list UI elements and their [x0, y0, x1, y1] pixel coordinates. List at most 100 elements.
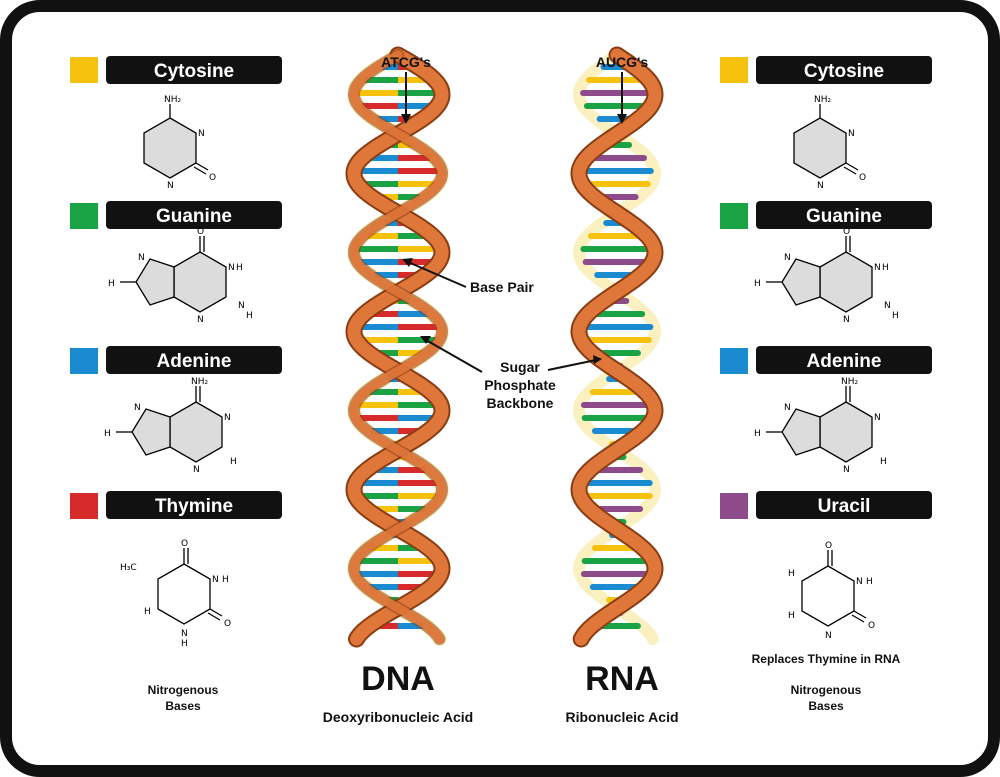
guanine-structure-left: O N H N N H N H — [108, 227, 253, 325]
sugar-phosphate-backbone — [572, 48, 662, 646]
right-caption-line2: Bases — [808, 699, 844, 713]
dna-double-helix — [345, 46, 451, 648]
left-caption-line2: Bases — [165, 699, 201, 713]
thymine-structure-left: O N H N H O H₃C H — [120, 539, 231, 649]
atom-label: O — [825, 541, 832, 551]
adenine-swatch — [720, 348, 748, 374]
adenine-structure-left: NH₂ N N H N H — [104, 377, 237, 475]
atom-label: H — [230, 457, 237, 467]
atom-label: N — [874, 413, 881, 423]
cytosine-swatch — [720, 57, 748, 83]
right-caption-line1: Nitrogenous — [791, 683, 862, 697]
atom-label: N — [134, 403, 141, 413]
adenine-label-box — [106, 346, 282, 374]
base-pair-label: Base Pair — [470, 279, 534, 295]
legend-uracil-right: Uracil — [720, 491, 932, 519]
atom-label: NH₂ — [164, 95, 182, 105]
atom-label: H — [892, 311, 899, 321]
backbone-arrowhead-dna — [420, 336, 431, 344]
cytosine-structure-left: NH₂ N N O — [143, 95, 216, 191]
base-pair-arrow — [407, 261, 467, 288]
atom-label: H — [788, 569, 795, 579]
legend-thymine-left: Thymine — [70, 491, 282, 519]
atom-label: O — [868, 621, 875, 631]
backbone-label-line3: Backbone — [487, 395, 554, 411]
uracil-structure-right: O N H N O H H — [788, 541, 875, 641]
adenine-label: Adenine — [807, 351, 882, 372]
atom-label: N — [193, 465, 200, 475]
thymine-swatch — [70, 493, 98, 519]
guanine-structure-right: O N H N N H N H — [754, 227, 899, 325]
rna-helix — [570, 46, 664, 648]
atom-label: H — [882, 263, 889, 273]
legend-guanine-right: Guanine — [720, 201, 932, 229]
atom-label: O — [843, 227, 850, 237]
atom-label: N — [181, 629, 188, 639]
dna-title: DNA — [361, 660, 435, 698]
legend-guanine-left: Guanine — [70, 201, 282, 229]
adenine-swatch — [70, 348, 98, 374]
atom-label: H — [144, 607, 151, 617]
atom-label: N — [874, 263, 881, 273]
atom-label: H — [222, 575, 229, 585]
atom-label: N — [784, 403, 791, 413]
cytosine-label: Cytosine — [804, 61, 884, 82]
atom-label: NH₂ — [814, 95, 832, 105]
uracil-label: Uracil — [818, 496, 871, 517]
atom-label: N — [198, 129, 205, 139]
atom-label: N — [228, 263, 235, 273]
aucg-arrowhead — [617, 114, 627, 124]
atom-label: N — [197, 315, 204, 325]
backbone-arrow-rna — [547, 359, 597, 371]
right-legend: Cytosine Guanine Adenine Uracil — [720, 56, 932, 519]
legend-adenine-right: Adenine — [720, 346, 932, 374]
atom-label: H — [880, 457, 887, 467]
atom-label: H — [236, 263, 243, 273]
adenine-label-box — [756, 346, 932, 374]
thymine-label-box — [106, 491, 282, 519]
sugar-phosphate-backbone — [347, 48, 449, 646]
atom-label: O — [859, 173, 866, 183]
guanine-swatch — [720, 203, 748, 229]
atom-label: N — [817, 181, 824, 191]
backbone-label-line2: Phosphate — [484, 377, 556, 393]
backbone-arrowhead-rna — [593, 355, 602, 364]
rna-subtitle: Ribonucleic Acid — [565, 709, 678, 725]
guanine-label: Guanine — [806, 206, 882, 227]
atom-label: N — [848, 129, 855, 139]
atcg-label: ATCG's — [381, 54, 431, 70]
atom-label: N — [884, 301, 891, 311]
cytosine-label: Cytosine — [154, 61, 234, 82]
atom-label: H — [181, 639, 188, 649]
uracil-swatch — [720, 493, 748, 519]
cytosine-swatch — [70, 57, 98, 83]
cytosine-label-box — [106, 56, 282, 84]
cytosine-label-box — [756, 56, 932, 84]
atom-label: H₃C — [120, 563, 137, 573]
atom-label: H — [788, 611, 795, 621]
atom-label: O — [197, 227, 204, 237]
atom-label: O — [181, 539, 188, 549]
aucg-label: AUCG's — [596, 54, 649, 70]
atom-label: N — [238, 301, 245, 311]
atom-label: N — [843, 315, 850, 325]
atom-label: N — [212, 575, 219, 585]
inner-strand — [572, 49, 662, 645]
legend-cytosine-left: Cytosine — [70, 56, 282, 84]
left-caption-line1: Nitrogenous — [148, 683, 219, 697]
annotations: ATCG's AUCG's Base Pair Sugar Phosphate … — [381, 54, 648, 411]
atom-label: O — [209, 173, 216, 183]
atom-label: N — [138, 253, 145, 263]
adenine-structure-right: NH₂ N N H N H — [754, 377, 887, 475]
sugar-phosphate-backbone-back — [349, 50, 447, 644]
atom-label: NH₂ — [841, 377, 859, 387]
atom-label: N — [843, 465, 850, 475]
guanine-label: Guanine — [156, 206, 232, 227]
cytosine-structure-right: NH₂ N N O — [793, 95, 866, 191]
legend-cytosine-right: Cytosine — [720, 56, 932, 84]
legend-adenine-left: Adenine — [70, 346, 282, 374]
backbone-arrow-dna — [425, 339, 483, 373]
atom-label: H — [866, 577, 873, 587]
